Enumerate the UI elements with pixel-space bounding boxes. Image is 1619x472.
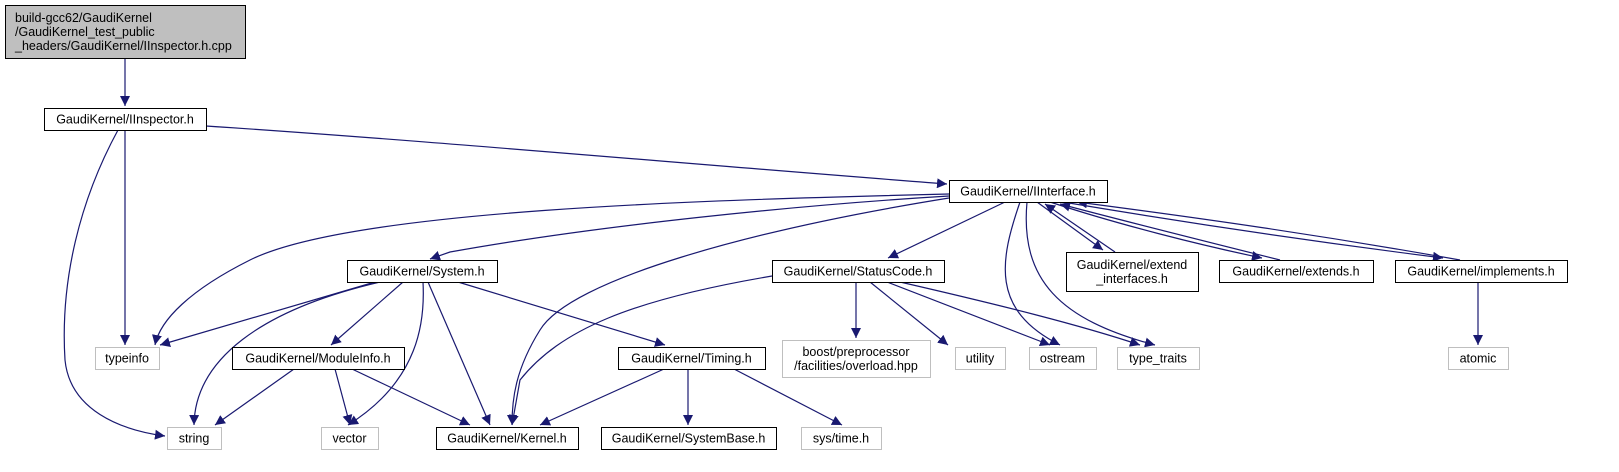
node-label: /GaudiKernel_test_public: [15, 25, 155, 39]
node-box: [1448, 347, 1509, 370]
edge-system-to-moduleinfo: [330, 281, 404, 346]
node-label: boost/preprocessor: [802, 345, 909, 359]
node-label: GaudiKernel/implements.h: [1407, 265, 1554, 279]
edge-iinterface-to-statuscode: [887, 201, 1006, 259]
node-box: [167, 427, 222, 450]
node-box: [618, 347, 766, 370]
node-string: string: [167, 427, 222, 450]
node-label: build-gcc62/GaudiKernel: [15, 11, 152, 25]
node-label: GaudiKernel/SystemBase.h: [612, 432, 766, 446]
edge-iinterface-to-system: [429, 195, 950, 261]
node-label: typeinfo: [105, 352, 149, 366]
edge-iinterface-to-implements: [1062, 201, 1444, 262]
node-box: [601, 427, 777, 450]
node-timing[interactable]: GaudiKernel/Timing.h: [618, 347, 766, 370]
node-extends[interactable]: GaudiKernel/extends.h: [1219, 260, 1374, 283]
edge-system-to-string: [189, 281, 381, 426]
node-systembase[interactable]: GaudiKernel/SystemBase.h: [601, 427, 777, 450]
node-box: [347, 260, 498, 283]
node-box: [5, 5, 246, 59]
edge-moduleinfo-to-vector: [334, 368, 353, 426]
node-systime: sys/time.h: [801, 427, 882, 450]
edge-statuscode-to-kernel: [508, 275, 773, 426]
edge-system-to-kernel: [427, 281, 491, 426]
node-implements[interactable]: GaudiKernel/implements.h: [1395, 260, 1568, 283]
node-atomic: atomic: [1448, 347, 1509, 370]
node-label: string: [179, 432, 210, 446]
node-label: _interfaces.h: [1095, 272, 1168, 286]
node-box: [949, 180, 1108, 203]
node-utility: utility: [955, 347, 1006, 370]
node-box: [436, 427, 579, 450]
node-iinterface[interactable]: GaudiKernel/IInterface.h: [949, 180, 1108, 203]
node-system[interactable]: GaudiKernel/System.h: [347, 260, 498, 283]
node-extend-interfaces[interactable]: GaudiKernel/extend_interfaces.h: [1066, 252, 1199, 292]
nodes-layer: build-gcc62/GaudiKernel/GaudiKernel_test…: [5, 5, 1568, 450]
node-box: [44, 108, 207, 131]
edge-iinterface-to-typeinfo: [152, 193, 950, 346]
node-vector: vector: [321, 427, 379, 450]
node-label: GaudiKernel/Kernel.h: [447, 432, 567, 446]
node-box: [232, 347, 405, 370]
edge-statuscode-to-type_traits: [899, 281, 1141, 347]
node-label: GaudiKernel/extends.h: [1232, 265, 1359, 279]
node-label: _headers/GaudiKernel/IInspector.h.cpp: [14, 39, 232, 53]
node-label: /facilities/overload.hpp: [794, 359, 918, 373]
node-box: [955, 347, 1006, 370]
node-label: GaudiKernel/IInterface.h: [960, 185, 1096, 199]
node-statuscode[interactable]: GaudiKernel/StatusCode.h: [772, 260, 945, 283]
edge-iinspector-to-iinterface: [205, 125, 948, 189]
node-box: [1029, 347, 1097, 370]
node-box: [1117, 347, 1200, 370]
edge-statuscode-to-ostream: [886, 281, 1051, 347]
edge-system-to-vector: [347, 281, 424, 426]
node-label: ostream: [1040, 352, 1085, 366]
edge-iinterface-to-kernel: [507, 197, 950, 426]
node-label: utility: [966, 352, 995, 366]
edge-timing-to-systime: [733, 368, 843, 426]
node-label: GaudiKernel/extend: [1077, 258, 1188, 272]
node-label: GaudiKernel/System.h: [359, 265, 484, 279]
node-box: [801, 427, 882, 450]
node-moduleinfo[interactable]: GaudiKernel/ModuleInfo.h: [232, 347, 405, 370]
node-kernel[interactable]: GaudiKernel/Kernel.h: [436, 427, 579, 450]
node-label: sys/time.h: [813, 432, 869, 446]
edge-iinterface-to-extend_interfaces: [1036, 201, 1104, 251]
node-box: [782, 340, 931, 378]
edge-implements-to-iinterface: [1076, 198, 1461, 261]
edge-moduleinfo-to-string: [214, 368, 295, 426]
node-ostream: ostream: [1029, 347, 1097, 370]
node-box: [321, 427, 379, 450]
node-label: atomic: [1460, 352, 1497, 366]
node-label: GaudiKernel/Timing.h: [631, 352, 751, 366]
node-type-traits: type_traits: [1117, 347, 1200, 370]
edge-moduleinfo-to-kernel: [351, 368, 471, 426]
edge-iinterface-to-type_traits: [1025, 201, 1156, 348]
node-label: type_traits: [1129, 352, 1187, 366]
node-label: GaudiKernel/StatusCode.h: [784, 265, 933, 279]
node-box: [1395, 260, 1568, 283]
node-box: [95, 347, 160, 370]
edge-system-to-timing: [457, 281, 666, 347]
node-boost-overload: boost/preprocessor/facilities/overload.h…: [782, 340, 931, 378]
node-typeinfo: typeinfo: [95, 347, 160, 370]
node-label: GaudiKernel/ModuleInfo.h: [245, 352, 390, 366]
edge-statuscode-to-utility: [869, 281, 949, 346]
node-box: [1219, 260, 1374, 283]
node-root[interactable]: build-gcc62/GaudiKernel/GaudiKernel_test…: [5, 5, 246, 59]
node-label: vector: [332, 432, 366, 446]
edge-iinterface-to-ostream: [1004, 201, 1061, 346]
node-box: [772, 260, 945, 283]
node-label: GaudiKernel/IInspector.h: [56, 113, 194, 127]
edge-iinspector-to-string: [63, 129, 166, 440]
edge-extend_interfaces-to-iinterface: [1044, 203, 1116, 253]
node-box: [1066, 252, 1199, 292]
edges-layer: [63, 58, 1483, 440]
edge-iinterface-to-extends: [1049, 201, 1263, 261]
edge-extends-to-iinterface: [1059, 201, 1281, 261]
node-iinspector[interactable]: GaudiKernel/IInspector.h: [44, 108, 207, 131]
edge-timing-to-kernel: [539, 368, 665, 426]
